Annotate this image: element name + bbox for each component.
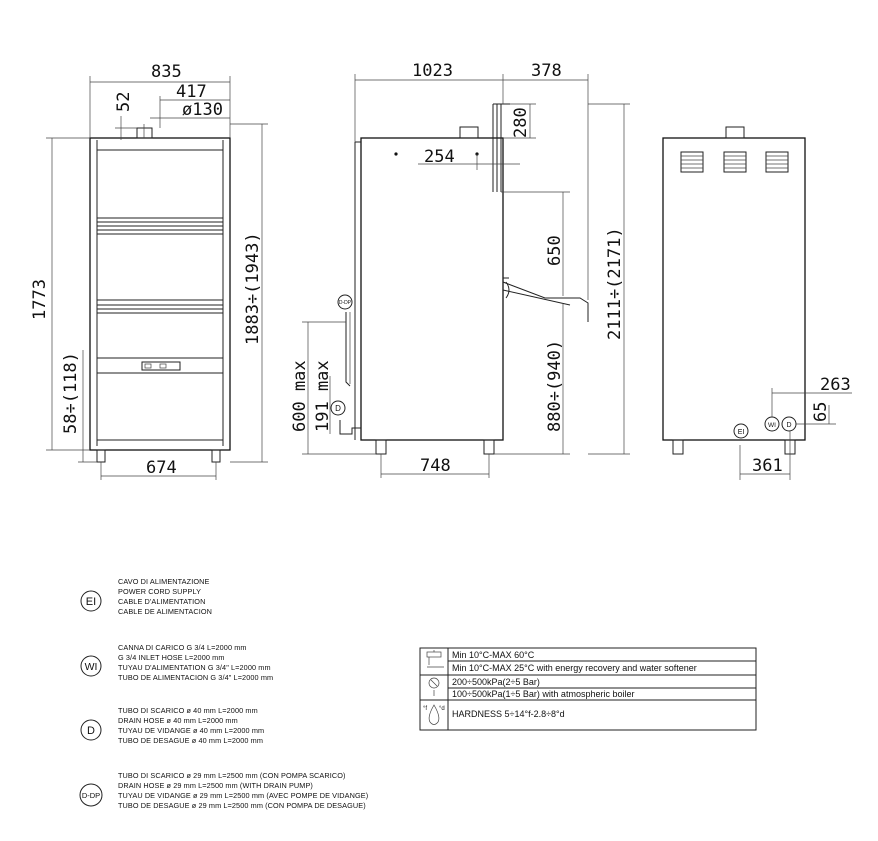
dim-side-drain-pump: 191 max [313,360,333,432]
dim-side-upper: 650 [545,235,565,266]
water-drop-icon: °f °d [423,704,445,725]
legend-wi-line-1: G 3/4 INLET HOSE L=2000 mm [118,653,225,662]
badge-d-back: D [786,422,791,429]
spec-temp-1: Min 10°C-MAX 60°C [452,650,535,660]
legend-d-line-1: DRAIN HOSE ø 40 mm L=2000 mm [118,716,238,725]
dim-front-height-right: 1883÷(1943) [243,232,263,345]
dim-front-width: 835 [151,62,182,82]
legend-ei-symbol: EI [86,596,96,608]
spec-press-1: 200÷500kPa(2÷5 Bar) [452,677,540,687]
legend-ei-line-1: POWER CORD SUPPLY [118,587,201,596]
dim-side-lower: 880÷(940) [545,340,565,432]
side-view: 1023 378 280 254 650 880÷(940) 2111÷(217… [290,61,630,478]
back-view: EI WI D 263 65 361 [662,126,852,480]
legend-ddp-line-1: DRAIN HOSE ø 29 mm L=2500 mm (WITH DRAIN… [118,781,313,790]
dim-side-drain-max: 600 max [290,360,310,432]
pressure-icon [428,677,440,696]
dim-side-overhang: 378 [531,61,562,81]
dim-side-vent: 254 [424,147,455,167]
legend-ddp-line-3: TUBO DE DESAGUE ø 29 mm L=2500 mm (CON P… [118,801,366,810]
legend-ei-line-2: CABLE D'ALIMENTATION [118,597,205,606]
dim-back-inlet-h: 263 [820,375,851,395]
dim-front-foot: 58÷(118) [61,352,81,434]
spec-table: °f °d Min 10°C-MAX 60°C Min 10°C-MAX 25°… [419,647,757,731]
badge-ddp-side: D-DP [339,300,352,306]
badge-wi-back: WI [768,422,776,429]
hard-f-unit: °f [423,706,427,712]
spec-press-2: 100÷500kPa(1÷5 Bar) with atmospheric boi… [452,689,634,699]
legend: EI CAVO DI ALIMENTAZIONE POWER CORD SUPP… [79,577,368,810]
legend-wi-symbol: WI [85,661,98,673]
legend-ddp-symbol: D-DP [82,791,100,800]
dim-side-chimney: 280 [511,107,531,138]
front-view: 835 417 ø130 52 1773 58÷(118) 1883÷(1943… [30,62,268,480]
dim-front-feet: 674 [146,458,177,478]
hard-d-unit: °d [439,706,445,712]
badge-d-side: D [335,404,341,413]
dim-back-inlet-v: 65 [811,402,831,422]
badge-ei-back: EI [738,429,745,436]
dim-back-inlet-x: 361 [752,456,783,476]
legend-ddp-line-0: TUBO DI SCARICO ø 29 mm L=2500 mm (CON P… [118,771,346,780]
dim-side-total: 2111÷(2171) [605,227,625,340]
spec-temp-2: Min 10°C-MAX 25°C with energy recovery a… [452,663,697,673]
dim-side-depth: 1023 [412,61,453,81]
legend-d-line-0: TUBO DI SCARICO ø 40 mm L=2000 mm [118,706,258,715]
dim-front-diameter: ø130 [182,100,223,120]
legend-d-symbol: D [87,725,95,737]
legend-d-line-3: TUBO DE DESAGUE ø 40 mm L=2000 mm [118,736,263,745]
dim-side-feet: 748 [420,456,451,476]
legend-ddp-line-2: TUYAU DE VIDANGE ø 29 mm L=2500 mm (AVEC… [118,791,368,800]
legend-wi-line-3: TUBO DE ALIMENTACION G 3/4" L=2000 mm [118,673,273,682]
legend-ei-line-0: CAVO DI ALIMENTAZIONE [118,577,209,586]
tap-icon [426,650,444,668]
dim-front-top: 52 [114,92,134,112]
legend-wi-line-0: CANNA DI CARICO G 3/4 L=2000 mm [118,643,247,652]
dim-front-offset: 417 [176,82,207,102]
spec-hardness: HARDNESS 5÷14°f-2.8÷8°d [452,709,565,719]
legend-wi-line-2: TUYAU D'ALIMENTATION G 3/4" L=2000 mm [118,663,271,672]
dim-front-height-left: 1773 [30,279,50,320]
legend-d-line-2: TUYAU DE VIDANGE ø 40 mm L=2000 mm [118,726,264,735]
legend-ei-line-3: CABLE DE ALIMENTACION [118,607,212,616]
